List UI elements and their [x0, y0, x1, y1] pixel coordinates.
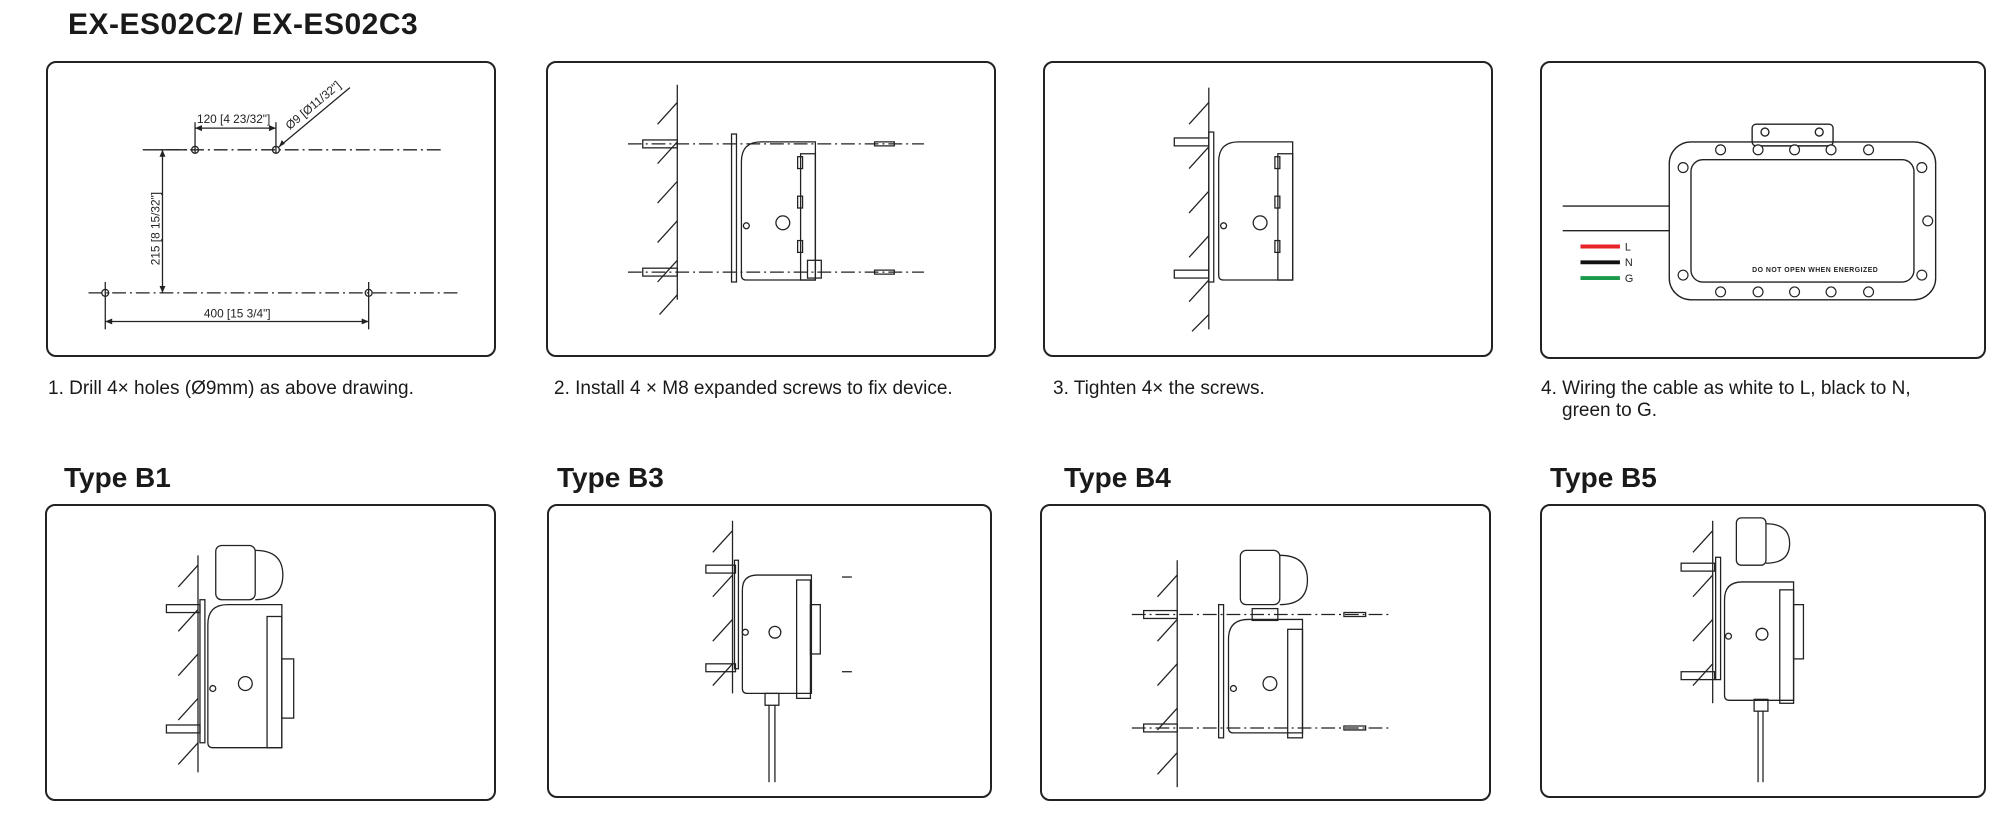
type-b4-drawing — [1131, 549, 1389, 788]
tighten-screws-drawing — [1173, 87, 1294, 332]
type-b3-title: Type B3 — [557, 462, 664, 493]
step-4-drawing-panel: L N G DO NOT OPEN WHEN ENERGIZED — [1540, 61, 1986, 359]
type-b4-panel — [1040, 504, 1491, 801]
drill-hole-drawing: 120 [4 23/32"] Ø9 [Ø11/32"] 215 [8 15/32… — [88, 78, 459, 330]
step-4-caption-line2: green to G. — [1562, 400, 1658, 421]
type-b3-drawing — [705, 520, 852, 783]
type-b1-title: Type B1 — [64, 462, 171, 493]
wire-l-label: L — [1625, 241, 1631, 253]
warning-label: DO NOT OPEN WHEN ENERGIZED — [1752, 267, 1878, 274]
type-b5-title: Type B5 — [1550, 462, 1657, 493]
step-4-caption-line1: 4. Wiring the cable as white to L, black… — [1541, 378, 1911, 399]
step-3-caption: 3. Tighten 4× the screws. — [1053, 378, 1265, 399]
dim-top-label: 120 [4 23/32"] — [197, 112, 270, 126]
dim-vertical-label: 215 [8 15/32"] — [149, 192, 163, 265]
dim-diameter-label: Ø9 [Ø11/32"] — [283, 78, 344, 132]
type-b5-drawing — [1680, 517, 1805, 783]
step-1-caption: 1. Drill 4× holes (Ø9mm) as above drawin… — [48, 378, 414, 399]
type-b3-panel — [547, 504, 992, 798]
wire-g-label: G — [1625, 273, 1633, 285]
enclosure-bolts — [1677, 144, 1934, 298]
type-b4-title: Type B4 — [1064, 462, 1171, 493]
install-screws-drawing — [627, 84, 924, 315]
step-1-drawing-panel: 120 [4 23/32"] Ø9 [Ø11/32"] 215 [8 15/32… — [46, 61, 496, 357]
page-title: EX-ES02C2/ EX-ES02C3 — [68, 8, 419, 41]
step-2-drawing-panel — [546, 61, 996, 357]
type-b5-panel — [1540, 504, 1986, 798]
wiring-drawing: L N G DO NOT OPEN WHEN ENERGIZED — [1562, 123, 1937, 301]
step-3-drawing-panel — [1043, 61, 1493, 357]
type-b1-drawing — [165, 544, 295, 773]
wire-n-label: N — [1625, 257, 1633, 269]
type-b1-panel — [45, 504, 496, 801]
step-2-caption: 2. Install 4 × M8 expanded screws to fix… — [554, 378, 953, 399]
dim-bottom-label: 400 [15 3/4"] — [204, 307, 271, 321]
